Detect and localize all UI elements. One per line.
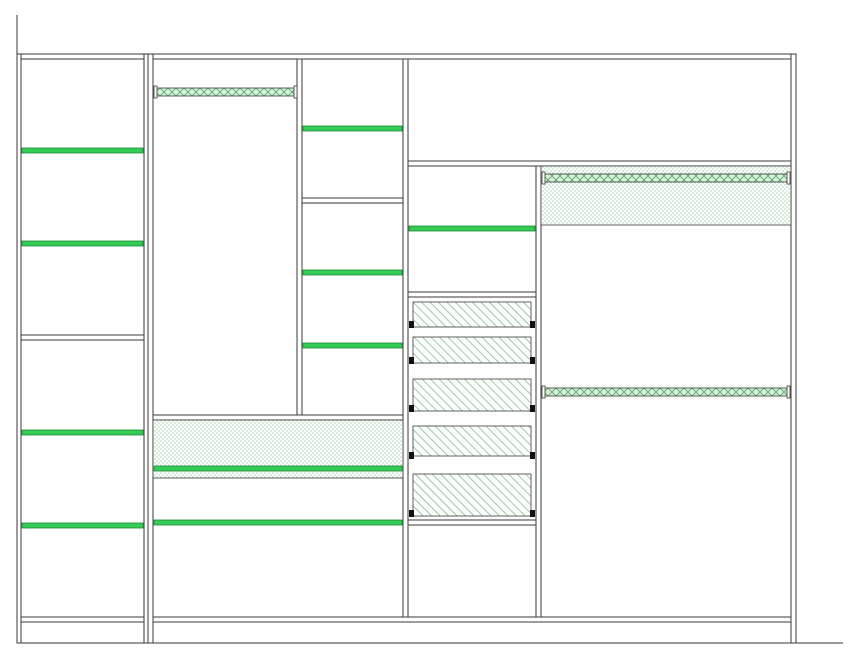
hanging-rail-1 [155, 87, 296, 97]
narrow-shelf-2 [302, 269, 403, 276]
narrow-shelf-3 [302, 342, 403, 349]
partition-3 [402, 58, 409, 618]
drawer-2 [409, 336, 535, 364]
hanging-rail-1-bracket-left [153, 85, 158, 99]
carcass-top-panel [19, 53, 797, 60]
drawer-stack [409, 301, 535, 517]
drawer-1 [409, 301, 535, 328]
plinth-top-rail [20, 616, 792, 623]
hanging-rail-2-upper [543, 173, 790, 183]
hanging-column-1-shelf-2 [153, 519, 403, 526]
narrow-column-fixed-shelf [301, 197, 404, 204]
hanging-rail-2-upper-bracket-right [786, 171, 791, 185]
left-shelf-4 [21, 522, 144, 529]
left-shelf-3 [21, 429, 144, 436]
partition-4 [535, 165, 542, 618]
left-shelf-1 [21, 147, 144, 154]
partition-2 [296, 58, 303, 417]
narrow-shelf-1 [302, 125, 403, 132]
hanging-rail-2-lower-bracket-right [786, 385, 791, 399]
hanging-column-1-bottom-panel [152, 414, 404, 421]
drawer-5 [409, 473, 535, 517]
left-fixed-shelf [20, 334, 145, 341]
hanging-rail-2-lower-bracket-left [541, 385, 546, 399]
drawer-column-bottom-divider [407, 519, 537, 526]
hanging-column-1-shelf-1 [153, 465, 403, 472]
drawer-column-shelf [408, 225, 536, 232]
partition-1a [143, 53, 149, 644]
hanging-rail-2-upper-bracket-left [541, 171, 546, 185]
hanging-rail-1-bracket-right [293, 85, 298, 99]
drawer-3 [409, 378, 535, 412]
left-shelf-2 [21, 240, 144, 247]
hanging-rail-2-lower [543, 387, 790, 397]
left-side-panel [16, 53, 22, 644]
partition-1b [147, 53, 154, 644]
right-side-panel [790, 53, 797, 644]
upper-right-compartment-bottom [407, 160, 792, 167]
drawer-column-top-divider [407, 291, 537, 298]
drawer-4 [409, 425, 535, 459]
